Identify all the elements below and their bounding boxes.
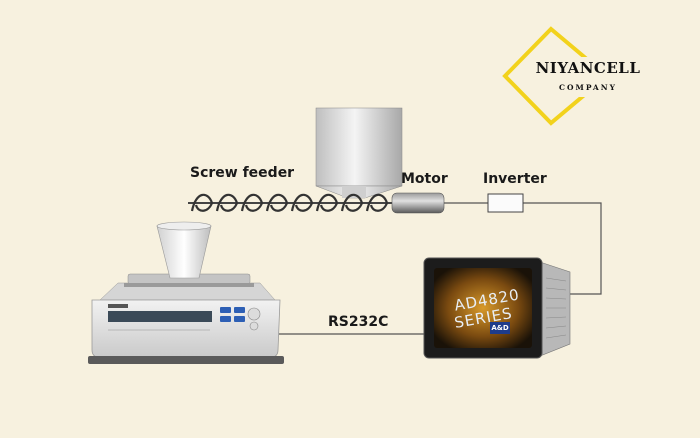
screw-turns [190,193,389,212]
balance-brand-strip [108,304,128,308]
controller-terminals [545,277,567,339]
cup-rim [156,221,212,231]
rs232c-label: RS232C [328,314,389,330]
controller-brand-badge [490,322,510,334]
inverter [487,193,524,213]
screw-flight [265,193,289,212]
controller-side [539,261,571,357]
weighing-balance [88,273,284,364]
wires [272,202,602,335]
screw-flight [215,193,239,212]
balance-keypad [220,307,261,331]
cup [156,221,212,279]
hopper [315,107,403,199]
company-logo [502,26,643,126]
controller-brand-text: A&D [491,324,509,332]
balance-key [234,316,245,322]
balance-display [108,311,212,322]
inverter-label: Inverter [483,171,547,187]
logo-tagline: COMPANY [559,83,617,92]
screw-feeder-label: Screw feeder [190,165,295,181]
balance-key [220,316,231,322]
screw-flight [290,193,314,212]
screw-feeder [188,193,392,212]
screw-flight [315,193,339,212]
cup-body [156,225,212,279]
wire-inverter-to-controller [523,202,602,295]
motor-label: Motor [401,171,448,187]
screw-flight [190,193,214,212]
hopper-body [315,107,403,187]
balance-round-key [249,321,259,331]
logo-text-backing [533,57,643,97]
balance-round-key [247,307,261,321]
hopper-neck [342,186,366,198]
screw-flight [340,193,364,212]
screw-flight [240,193,264,212]
balance-pan-rim [124,283,254,287]
logo-company-name: NIYANCELL [535,59,641,77]
balance-key [220,307,231,313]
motor [391,192,445,214]
balance-key [234,307,245,313]
screw-flight [365,193,389,212]
indicator-controller [423,257,571,359]
balance-base [88,356,284,364]
